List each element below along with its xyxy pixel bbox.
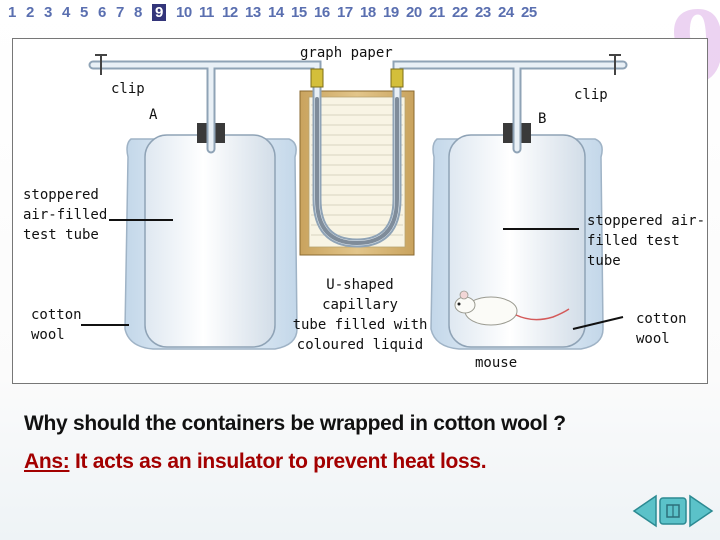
- coloured-liquid: [315, 97, 399, 246]
- slide-nav-item-8[interactable]: 8: [134, 4, 142, 21]
- answer-line: Ans: It acts as an insulator to prevent …: [24, 450, 487, 474]
- forward-button[interactable]: [688, 492, 716, 530]
- slide-nav-item-17[interactable]: 17: [337, 4, 353, 21]
- slide-nav-item-13[interactable]: 13: [245, 4, 261, 21]
- slide-nav-item-18[interactable]: 18: [360, 4, 376, 21]
- slide-nav-item-14[interactable]: 14: [268, 4, 284, 21]
- label-graph-paper: graph paper: [300, 45, 393, 61]
- right-clip: [609, 54, 621, 75]
- slide-nav-item-19[interactable]: 19: [383, 4, 399, 21]
- left-clip: [95, 54, 107, 75]
- mouse-figure: [454, 290, 570, 326]
- slide-nav-item-16[interactable]: 16: [314, 4, 330, 21]
- label-left-test-tube: stoppered air-filled test tube: [23, 187, 108, 243]
- right-container: [430, 123, 604, 350]
- label-clip-left: clip: [111, 81, 145, 97]
- slide-nav-item-24[interactable]: 24: [498, 4, 514, 21]
- left-container: [124, 123, 298, 350]
- glass-tubing: [88, 60, 628, 248]
- menu-button[interactable]: [658, 496, 688, 526]
- label-mouse: mouse: [475, 355, 518, 371]
- rubber-connector-a: [310, 68, 324, 88]
- slide-nav-item-4[interactable]: 4: [62, 4, 70, 21]
- label-left-cotton-wool: cotton wool: [31, 307, 82, 343]
- answer-text: It acts as an insulator to prevent heat …: [75, 450, 487, 473]
- back-button[interactable]: [630, 492, 658, 530]
- diagram-panel: graph paper clip clip A B stoppered air-…: [12, 38, 708, 384]
- left-test-tube: [144, 134, 276, 348]
- label-right-test-tube: stoppered air- filled test tube: [587, 213, 706, 269]
- slide-nav-item-20[interactable]: 20: [406, 4, 422, 21]
- menu-icon: [659, 497, 687, 525]
- slide-nav-item-2[interactable]: 2: [26, 4, 34, 21]
- leader-lines: [81, 219, 624, 330]
- back-arrow-icon: [632, 494, 657, 528]
- slide-nav-item-6[interactable]: 6: [98, 4, 106, 21]
- slide-nav-item-11[interactable]: 11: [199, 4, 214, 21]
- rubber-connector-b: [390, 68, 404, 88]
- forward-arrow-icon: [689, 494, 714, 528]
- slide-nav-item-23[interactable]: 23: [475, 4, 491, 21]
- slide-nav-item-10[interactable]: 10: [176, 4, 192, 21]
- label-clip-right: clip: [574, 87, 608, 103]
- label-b: B: [538, 111, 547, 127]
- label-a: A: [149, 107, 158, 123]
- slide-nav-item-22[interactable]: 22: [452, 4, 468, 21]
- slide-nav-item-21[interactable]: 21: [429, 4, 445, 21]
- slide-nav-item-12[interactable]: 12: [222, 4, 238, 21]
- slide-nav-item-1[interactable]: 1: [8, 4, 16, 21]
- label-capillary-tube: U-shaped capillary tube filled with colo…: [292, 277, 428, 353]
- slide-nav-item-15[interactable]: 15: [291, 4, 307, 21]
- apparatus-diagram: [81, 54, 628, 350]
- answer-prefix: Ans:: [24, 450, 70, 473]
- slide-nav-item-7[interactable]: 7: [116, 4, 124, 21]
- slide-nav-item-25[interactable]: 25: [521, 4, 537, 21]
- slide-nav-item-9[interactable]: 9: [152, 4, 166, 21]
- question-text: Why should the containers be wrapped in …: [24, 412, 566, 435]
- slide-nav-item-3[interactable]: 3: [44, 4, 52, 21]
- label-right-cotton-wool: cotton wool: [636, 311, 687, 347]
- slide-nav-item-5[interactable]: 5: [80, 4, 88, 21]
